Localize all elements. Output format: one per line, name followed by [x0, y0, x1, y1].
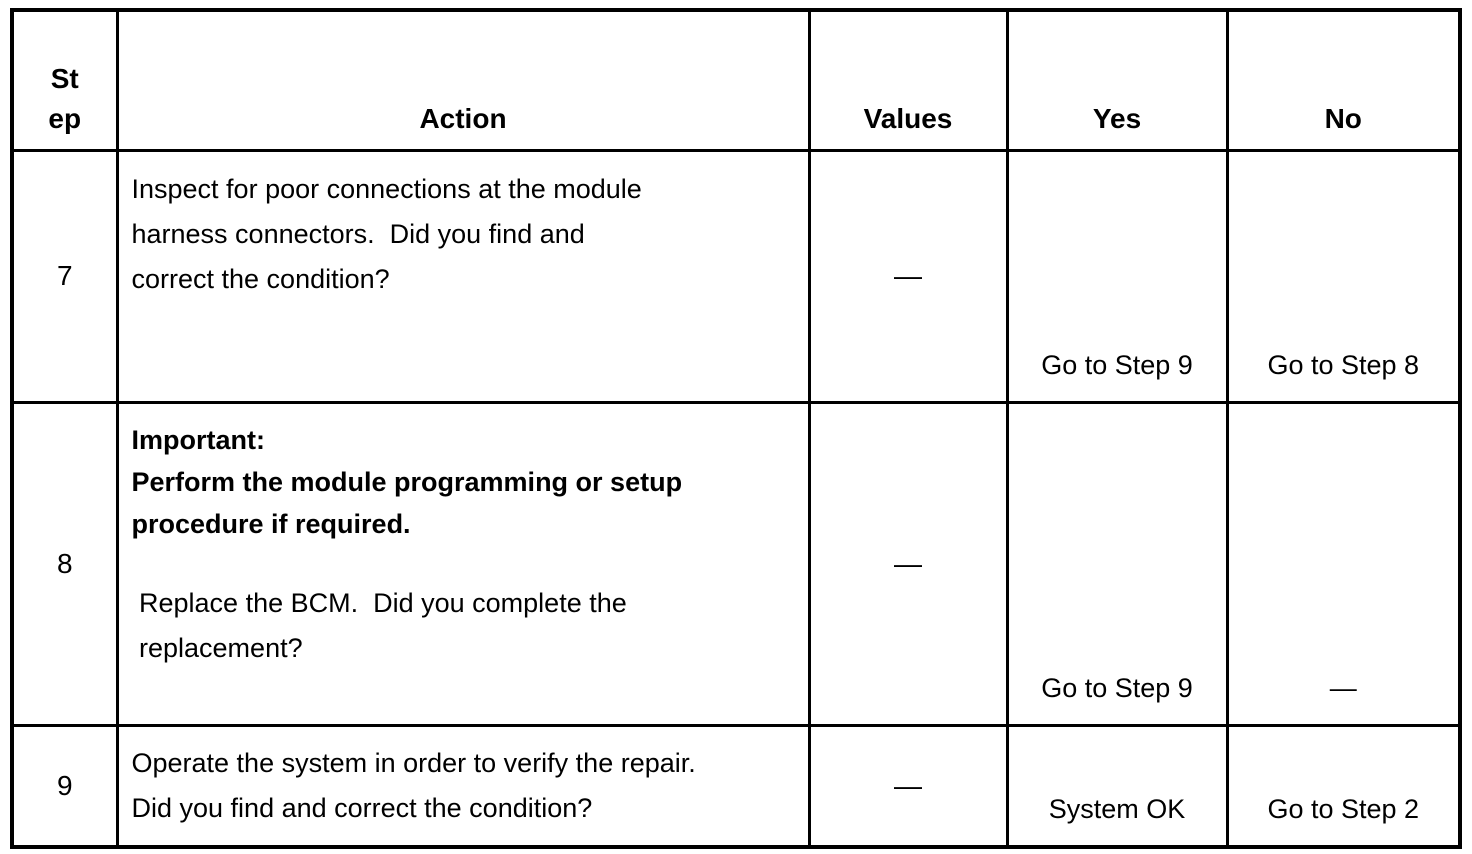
- action-cell: Important: Perform the module programmin…: [115, 400, 811, 727]
- action-cell: Operate the system in order to verify th…: [115, 723, 811, 849]
- important-note: Important: Perform the module programmin…: [132, 419, 800, 545]
- diagnostic-table: St ep Action Values Yes No 7 Inspect for…: [10, 8, 1462, 849]
- column-header-no: No: [1225, 8, 1462, 152]
- action-line: harness connectors. Did you find and: [131, 218, 585, 249]
- action-cell: Inspect for poor connections at the modu…: [115, 148, 811, 404]
- header-step-line1: St: [50, 62, 79, 94]
- table-row-step-7: 7 Inspect for poor connections at the mo…: [10, 148, 1462, 404]
- step-number: 7: [10, 148, 119, 404]
- values-cell: —: [807, 400, 1009, 727]
- column-header-yes: Yes: [1005, 8, 1229, 152]
- action-line: Operate the system in order to verify th…: [131, 747, 696, 778]
- table-row-step-8: 8 Important: Perform the module programm…: [10, 400, 1462, 727]
- no-cell: Go to Step 8: [1225, 148, 1462, 404]
- paragraph-gap: [132, 545, 800, 581]
- header-row: St ep Action Values Yes No: [10, 8, 1462, 152]
- no-cell: Go to Step 2: [1225, 723, 1462, 849]
- values-cell: —: [807, 148, 1009, 404]
- action-line-bold: Important:: [131, 424, 265, 455]
- yes-cell: System OK: [1005, 723, 1229, 849]
- yes-cell: Go to Step 9: [1005, 148, 1229, 404]
- column-header-action: Action: [115, 8, 811, 152]
- column-header-values: Values: [807, 8, 1009, 152]
- table-row-step-9: 9 Operate the system in order to verify …: [10, 723, 1462, 849]
- values-cell: —: [807, 723, 1009, 849]
- action-line: correct the condition?: [131, 263, 390, 294]
- column-header-step: St ep: [10, 8, 119, 152]
- action-line-bold: Perform the module programming or setup: [131, 466, 683, 497]
- yes-cell: Go to Step 9: [1005, 400, 1229, 727]
- no-cell: —: [1225, 400, 1462, 727]
- step-number: 9: [10, 723, 119, 849]
- action-line: Did you find and correct the condition?: [131, 792, 593, 823]
- action-line-bold: procedure if required.: [131, 508, 411, 539]
- action-line: Replace the BCM. Did you complete the: [131, 587, 627, 618]
- action-line: Inspect for poor connections at the modu…: [131, 173, 642, 204]
- header-step-line2: ep: [48, 102, 82, 134]
- step-number: 8: [10, 400, 119, 727]
- action-line: replacement?: [131, 632, 303, 663]
